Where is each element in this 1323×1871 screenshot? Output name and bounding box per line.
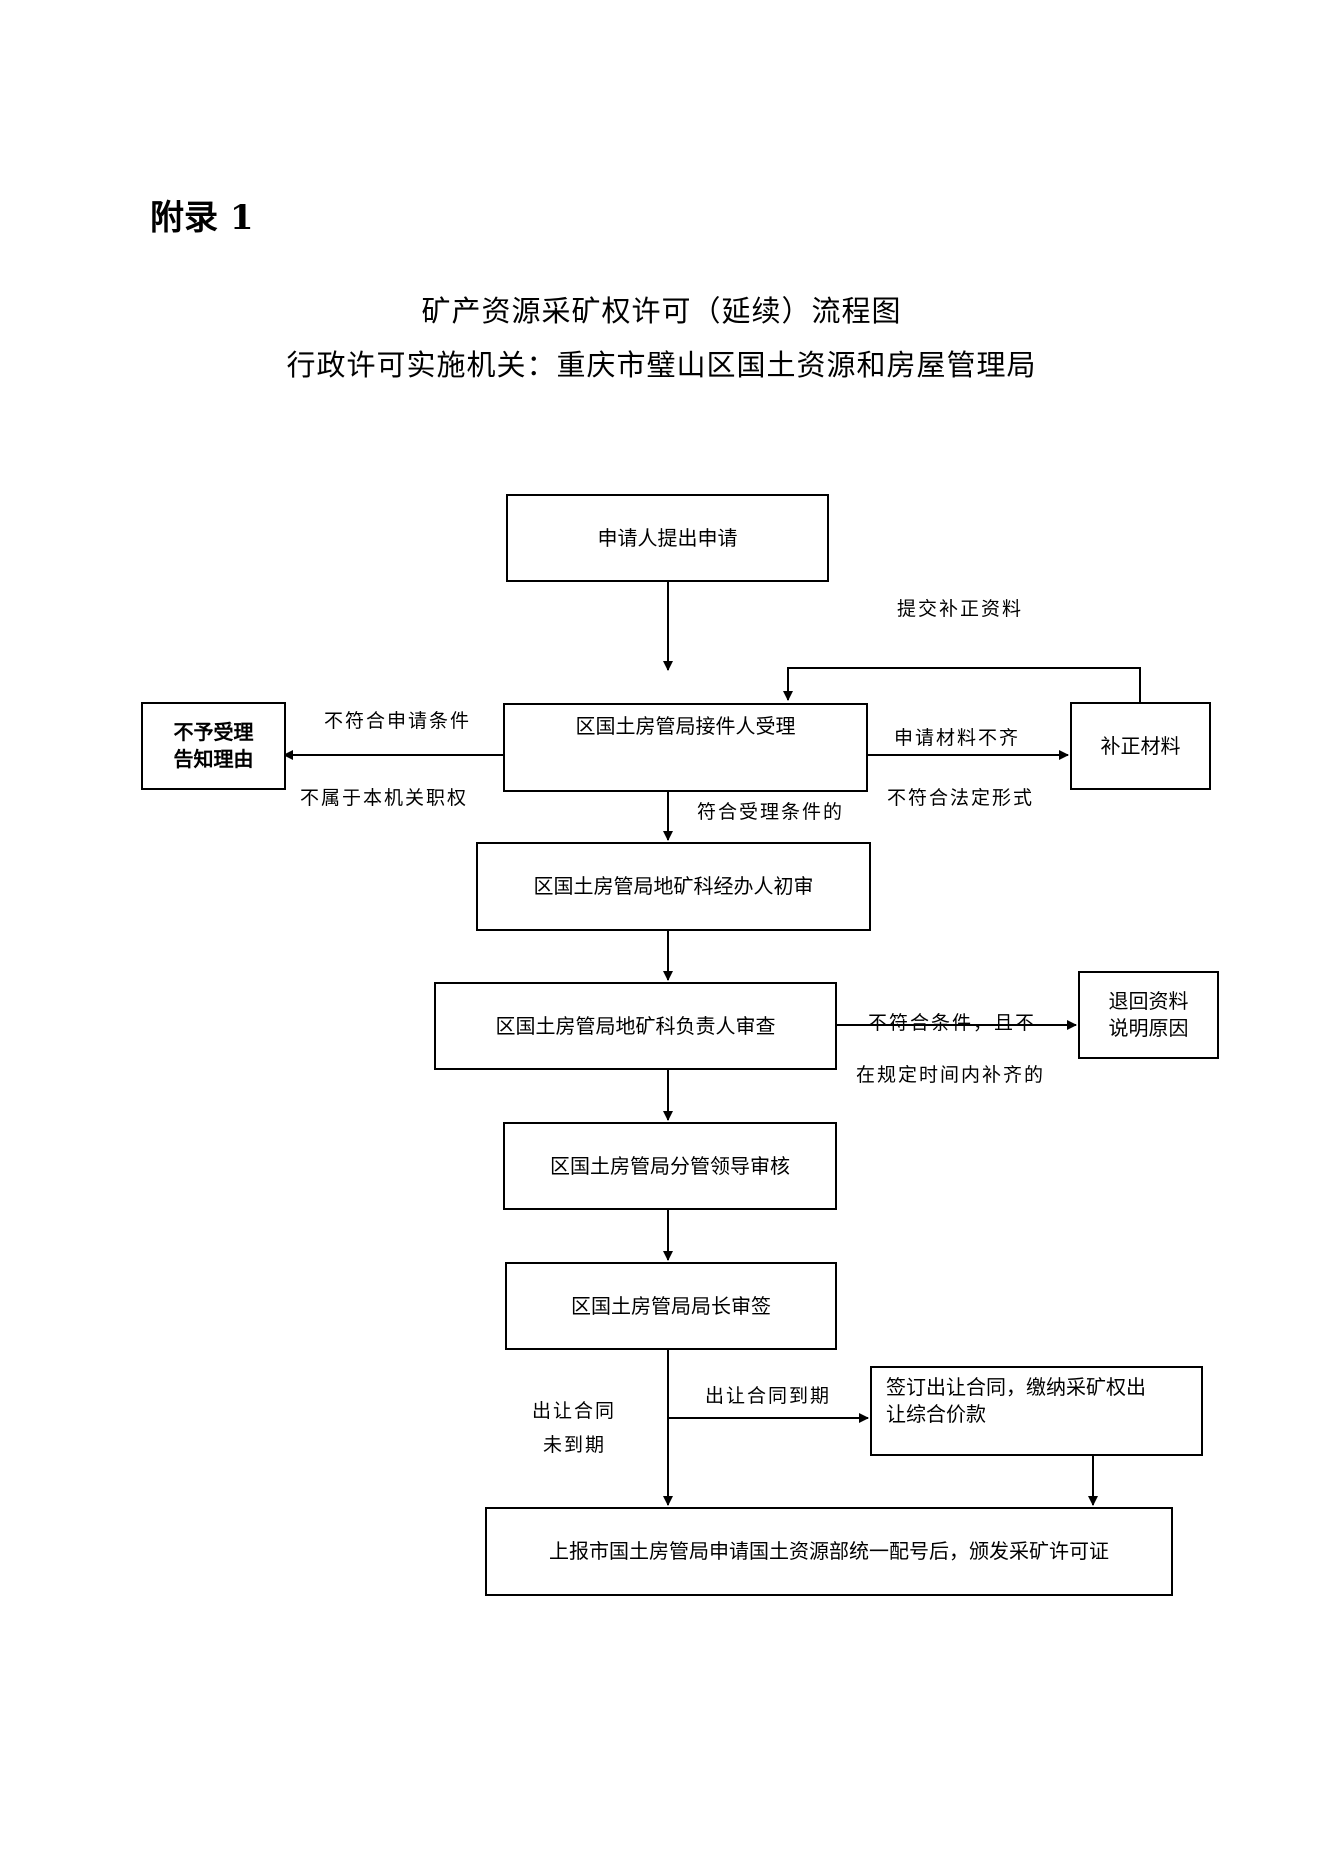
node-supplement-label: 补正材料 — [1100, 733, 1181, 758]
label-not-meet-line1: 不符合条件，且不 — [868, 1012, 1037, 1034]
node-review: 区国土房管局地矿科负责人审查 — [434, 982, 837, 1070]
label-submit-supplement: 提交补正资料 — [897, 598, 1024, 620]
node-return-line2: 说明原因 — [1108, 1016, 1189, 1040]
appendix-heading: 附录 1 — [150, 198, 254, 238]
label-meets-acceptance: 符合受理条件的 — [697, 801, 845, 823]
node-contract-line2: 让综合价款 — [886, 1402, 986, 1426]
node-accept-label: 区国土房管局接件人受理 — [575, 714, 796, 738]
node-reject-line2: 告知理由 — [173, 747, 254, 771]
page-subtitle: 行政许可实施机关：重庆市璧山区国土资源和房屋管理局 — [286, 348, 1037, 382]
label-not-in-jurisdiction: 不属于本机关职权 — [300, 787, 469, 809]
page-title: 矿产资源采矿权许可（延续）流程图 — [421, 294, 902, 328]
node-supplement: 补正材料 — [1070, 702, 1211, 790]
node-final-label: 上报市国土房管局申请国土资源部统一配号后，颁发采矿许可证 — [549, 1539, 1109, 1563]
label-not-meet-conditions: 不符合申请条件 — [324, 710, 472, 732]
label-contract-expired: 出让合同到期 — [705, 1385, 832, 1407]
node-reject: 不予受理 告知理由 — [141, 702, 286, 790]
node-first-review-label: 区国土房管局地矿科经办人初审 — [533, 874, 814, 898]
node-director-sign: 区国土房管局局长审签 — [505, 1262, 837, 1350]
node-leader-check: 区国土房管局分管领导审核 — [503, 1122, 837, 1210]
node-reject-line1: 不予受理 — [173, 720, 254, 744]
node-apply: 申请人提出申请 — [506, 494, 829, 582]
node-final: 上报市国土房管局申请国土资源部统一配号后，颁发采矿许可证 — [485, 1507, 1173, 1596]
node-accept: 区国土房管局接件人受理 — [503, 703, 868, 792]
node-director-sign-label: 区国土房管局局长审签 — [571, 1293, 771, 1318]
label-not-meet-line2: 在规定时间内补齐的 — [856, 1064, 1046, 1086]
label-contract-not-expired-line2: 未到期 — [543, 1434, 607, 1456]
node-review-label: 区国土房管局地矿科负责人审查 — [495, 1013, 776, 1038]
arrow-supplement-back — [783, 667, 1141, 702]
node-first-review: 区国土房管局地矿科经办人初审 — [476, 842, 871, 931]
node-contract-line1: 签订出让合同，缴纳采矿权出 — [886, 1375, 1146, 1399]
label-contract-not-expired-line1: 出让合同 — [532, 1400, 617, 1422]
node-return-line1: 退回资料 — [1108, 989, 1189, 1013]
node-leader-check-label: 区国土房管局分管领导审核 — [550, 1153, 790, 1178]
label-materials-incomplete: 申请材料不齐 — [894, 727, 1021, 749]
node-contract: 签订出让合同，缴纳采矿权出 让综合价款 — [870, 1366, 1203, 1456]
label-not-legal-form: 不符合法定形式 — [887, 787, 1035, 809]
node-return: 退回资料 说明原因 — [1078, 971, 1219, 1059]
node-apply-label: 申请人提出申请 — [597, 525, 738, 550]
